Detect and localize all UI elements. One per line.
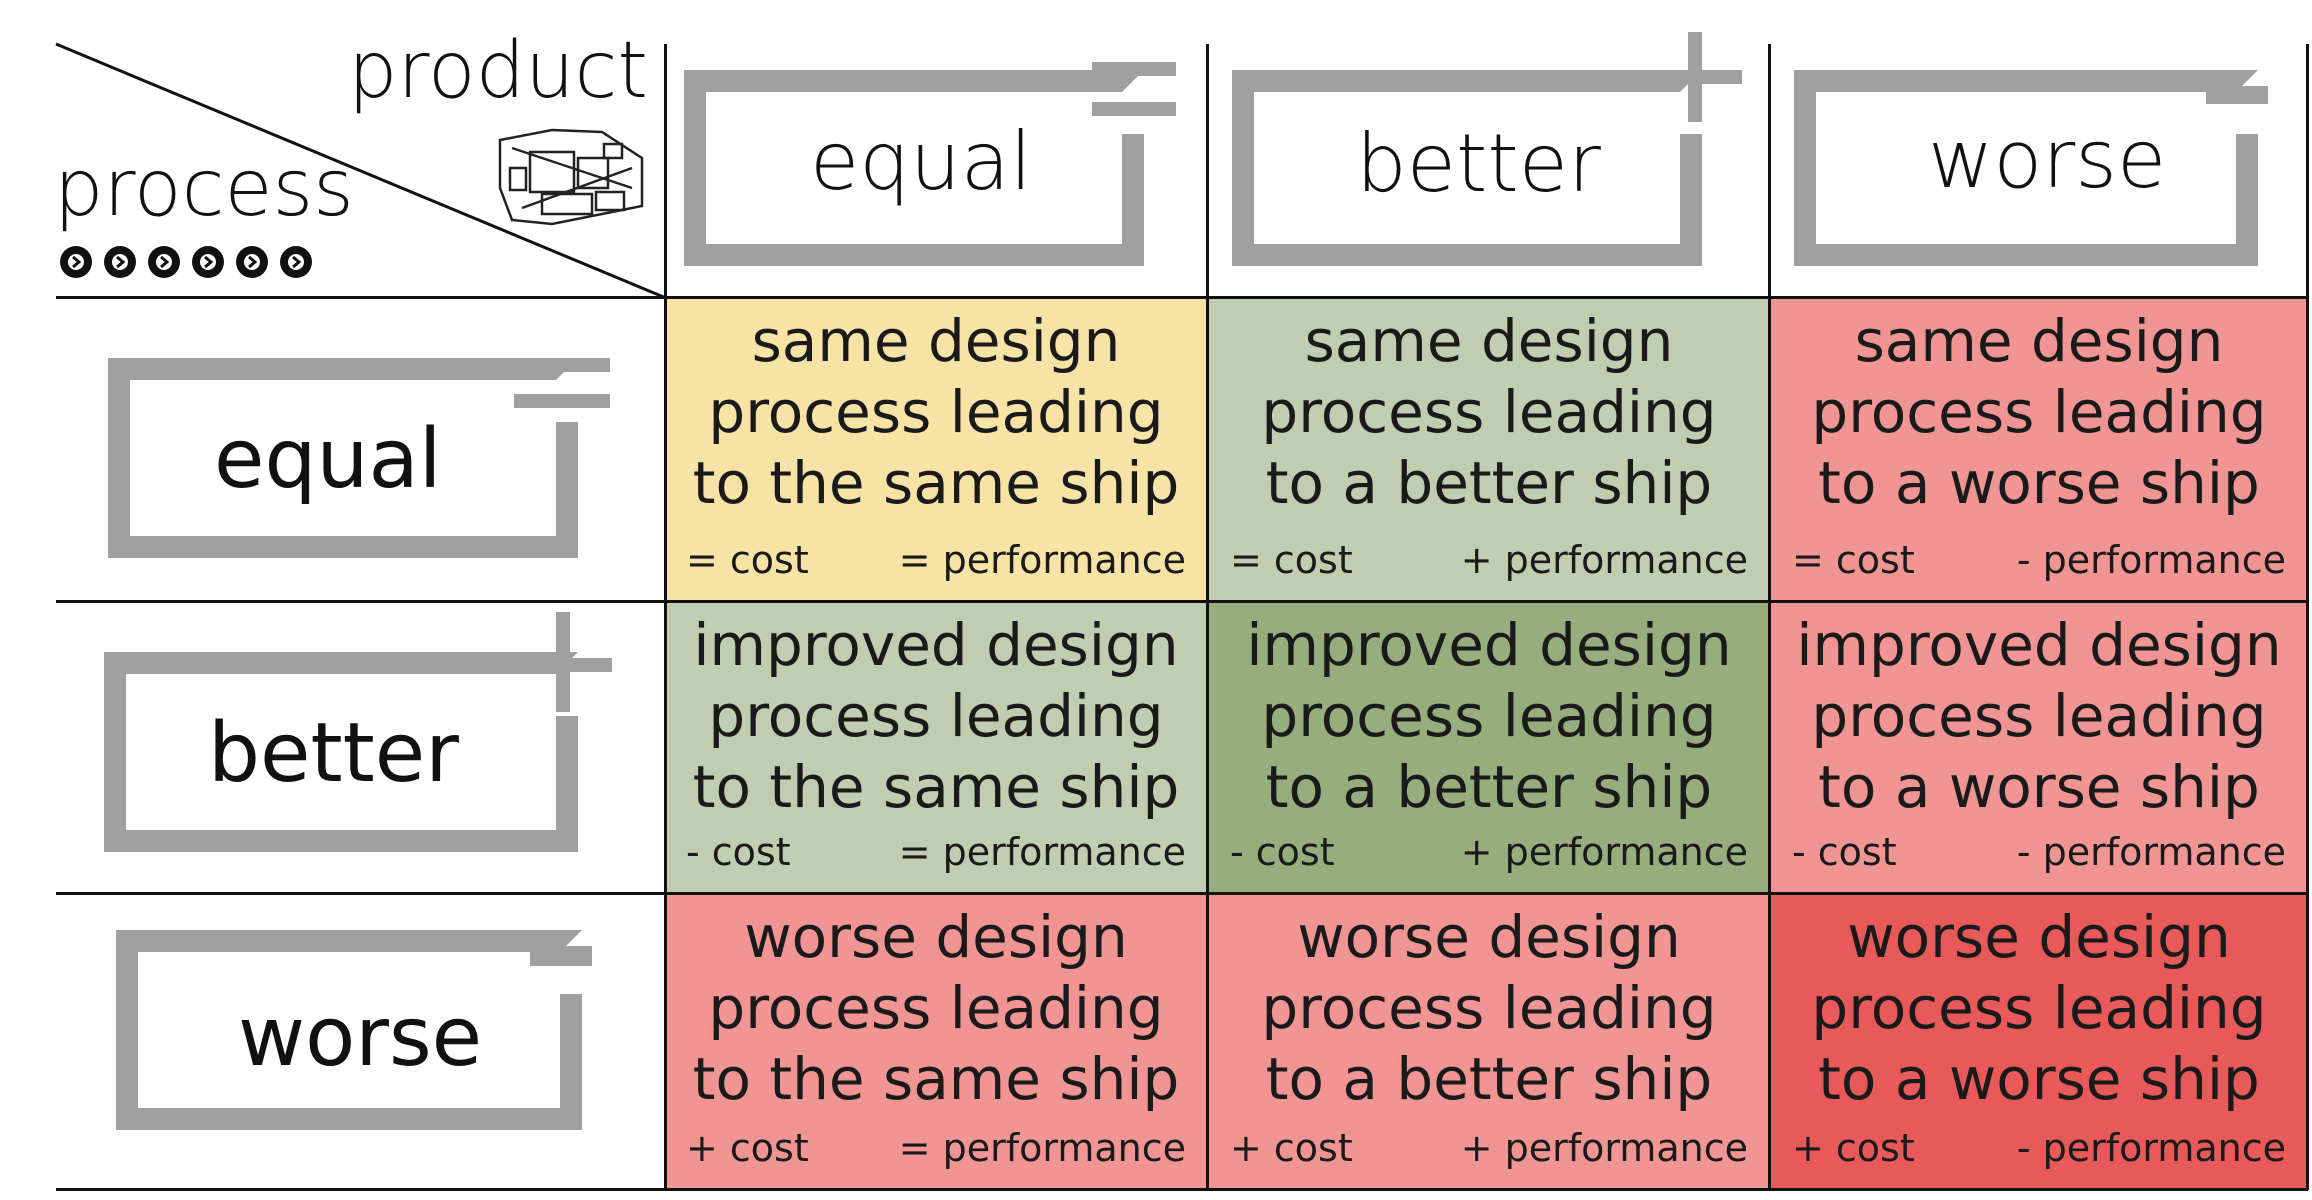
cell-worse-equal: worse design process leading to the same… <box>664 894 1208 1190</box>
cell-performance: = performance <box>898 830 1186 874</box>
row-header-equal: equal <box>108 350 610 570</box>
cell-title: improved design process leading to a wor… <box>1796 611 2282 821</box>
cell-performance: = performance <box>898 538 1186 582</box>
cell-title: same design process leading to the same … <box>692 307 1180 517</box>
column-label-better: better <box>1356 117 1601 210</box>
row-label-worse: worse <box>238 990 483 1085</box>
cell-better-better: improved design process leading to a bet… <box>1208 602 1770 894</box>
cell-better-worse: improved design process leading to a wor… <box>1770 602 2308 894</box>
cell-equal-better: same design process leading to a better … <box>1208 298 1770 602</box>
cell-cost: + cost <box>1792 1126 1915 1170</box>
equal-symbol-icon <box>1092 62 1176 76</box>
cell-performance: - performance <box>2016 1126 2286 1170</box>
cell-worse-worse: worse design process leading to a worse … <box>1770 894 2308 1190</box>
equal-symbol-icon <box>514 358 610 372</box>
grid-line-row2 <box>56 892 2308 895</box>
grid-col-line-4 <box>2306 44 2309 1190</box>
cell-performance: = performance <box>898 1126 1186 1170</box>
grid-col-line-1 <box>664 44 667 1190</box>
grid-line-bottom <box>56 1188 2308 1191</box>
grid-line-header-bottom <box>56 296 2308 299</box>
column-label-equal: equal <box>810 115 1032 208</box>
minus-symbol-icon <box>530 946 592 966</box>
cell-title: same design process leading to a better … <box>1261 307 1717 517</box>
cell-title: worse design process leading to the same… <box>692 903 1180 1113</box>
cell-worse-better: worse design process leading to a better… <box>1208 894 1770 1190</box>
cell-title: worse design process leading to a worse … <box>1811 903 2267 1113</box>
grid-col-line-2 <box>1206 44 1209 1190</box>
cell-performance: - performance <box>2016 538 2286 582</box>
cell-cost: - cost <box>686 830 791 874</box>
cell-title: same design process leading to a worse s… <box>1811 307 2267 517</box>
row-label-better: better <box>208 706 459 801</box>
cell-better-equal: improved design process leading to the s… <box>664 602 1208 894</box>
cell-cost: = cost <box>1230 538 1353 582</box>
cell-equal-equal: same design process leading to the same … <box>664 298 1208 602</box>
cell-title: worse design process leading to a better… <box>1261 903 1717 1113</box>
product-axis-label: product <box>348 26 649 116</box>
cell-performance: + performance <box>1460 830 1748 874</box>
cell-performance: + performance <box>1460 1126 1748 1170</box>
cell-cost: - cost <box>1792 830 1897 874</box>
column-header-worse: worse <box>1794 62 2268 272</box>
corner-diagonal <box>55 42 667 300</box>
minus-symbol-icon <box>2206 86 2268 104</box>
process-steps-icon <box>60 246 312 278</box>
cell-cost: + cost <box>686 1126 809 1170</box>
row-header-better: better <box>104 612 614 862</box>
column-header-equal: equal <box>684 62 1176 272</box>
cell-title: improved design process leading to the s… <box>692 611 1180 821</box>
cell-cost: = cost <box>686 538 809 582</box>
cell-cost: + cost <box>1230 1126 1353 1170</box>
cell-performance: + performance <box>1460 538 1748 582</box>
cell-cost: = cost <box>1792 538 1915 582</box>
cell-equal-worse: same design process leading to a worse s… <box>1770 298 2308 602</box>
grid-line-row1 <box>56 600 2308 603</box>
ship-plan-icon <box>498 128 644 226</box>
cell-performance: - performance <box>2016 830 2286 874</box>
row-label-equal: equal <box>214 412 442 507</box>
process-axis-label: process <box>54 144 354 234</box>
grid-col-line-3 <box>1768 44 1771 1190</box>
column-header-better: better <box>1232 32 1742 272</box>
cell-title: improved design process leading to a bet… <box>1246 611 1732 821</box>
row-header-worse: worse <box>116 922 616 1142</box>
cell-cost: - cost <box>1230 830 1335 874</box>
column-label-worse: worse <box>1928 113 2167 206</box>
